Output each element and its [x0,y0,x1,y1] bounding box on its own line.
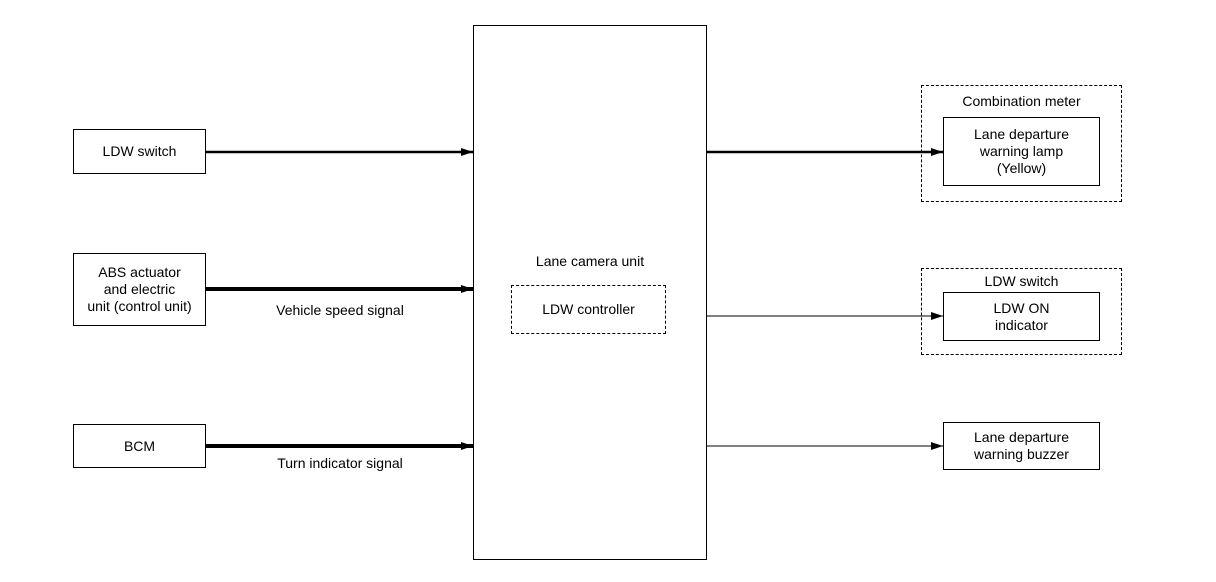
ldw-switch-group: LDW switch [921,268,1122,355]
warning-lamp-label: Lane departure warning lamp (Yellow) [974,126,1069,176]
vehicle-speed-signal-label: Vehicle speed signal [276,302,404,318]
bcm-label: BCM [123,437,156,454]
ldw-switch-group-title: LDW switch [984,273,1059,289]
ldw-controller-label: LDW controller [542,301,635,317]
bcm-box: BCM [73,424,206,468]
ldw-on-indicator-box: LDW ON indicator [943,292,1100,341]
combination-meter-title: Combination meter [962,93,1081,109]
abs-actuator-box: ABS actuator and electric unit (control … [73,253,206,326]
ldw-switch-label: LDW switch [102,143,177,159]
turn-indicator-signal-label: Turn indicator signal [277,455,403,471]
warning-buzzer-box: Lane departure warning buzzer [943,422,1100,470]
abs-actuator-label: ABS actuator and electric unit (control … [87,264,192,314]
warning-lamp-box: Lane departure warning lamp (Yellow) [943,117,1100,186]
ldw-on-indicator-label: LDW ON indicator [993,299,1050,333]
ldw-controller-box: LDW controller [511,285,666,334]
combination-meter-group: Combination meter [921,85,1122,202]
warning-buzzer-label: Lane departure warning buzzer [974,429,1069,462]
ldw-switch-box: LDW switch [73,129,206,174]
lane-camera-unit-title: Lane camera unit [535,253,645,269]
